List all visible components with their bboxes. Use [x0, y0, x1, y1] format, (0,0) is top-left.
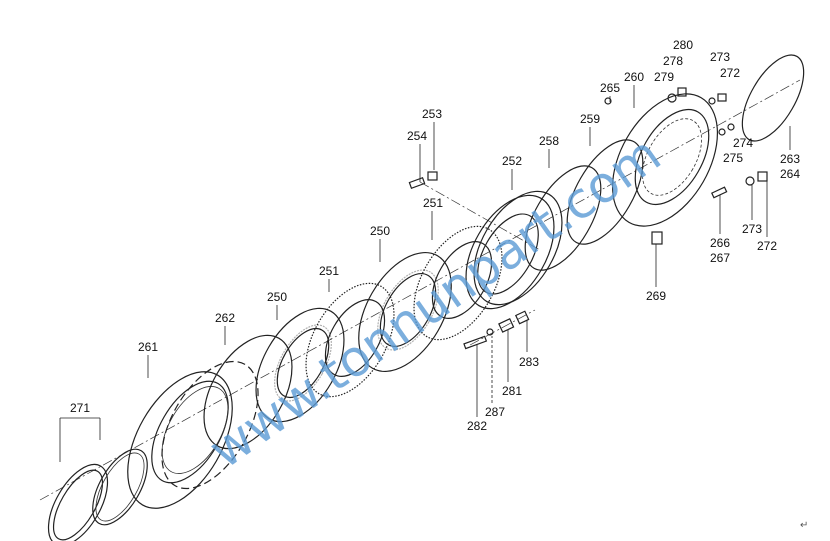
- part-252-piston: [465, 190, 563, 310]
- label-278: 278: [663, 54, 683, 68]
- label-273: 273: [710, 50, 730, 64]
- label-279: 279: [654, 70, 674, 84]
- label-250: 250: [370, 224, 390, 238]
- part-263-ring: [741, 54, 805, 142]
- return-mark: ↵: [800, 520, 808, 531]
- label-287: 287: [485, 405, 505, 419]
- label-269: 269: [646, 289, 666, 303]
- label-283: 283: [519, 355, 539, 369]
- label-271: 271: [70, 401, 90, 415]
- label-261: 261: [138, 340, 158, 354]
- label-280: 280: [673, 38, 693, 52]
- label-267: 267: [710, 251, 730, 265]
- label-266: 266: [710, 236, 730, 250]
- label-275: 275: [723, 151, 743, 165]
- part-262-ring: [203, 334, 293, 450]
- bolt-axis-lower: [469, 309, 536, 346]
- part-260-cover: [611, 93, 719, 227]
- label-250-b: 250: [267, 290, 287, 304]
- part-261-housing: [127, 360, 259, 509]
- label-252: 252: [502, 154, 522, 168]
- label-258: 258: [539, 134, 559, 148]
- label-282: 282: [467, 419, 487, 433]
- label-259: 259: [580, 112, 600, 126]
- label-274: 274: [733, 136, 753, 150]
- label-253: 253: [422, 107, 442, 121]
- part-271-seal-rings: [47, 448, 148, 541]
- label-251: 251: [423, 196, 443, 210]
- label-272: 272: [720, 66, 740, 80]
- part-250-friction-disc: [255, 307, 345, 423]
- part-labels: 280 278 279 273 272 260 265 259 258 252 …: [70, 38, 800, 433]
- part-258-o-ring: [524, 165, 602, 271]
- label-262: 262: [215, 311, 235, 325]
- leader-lines: [59, 85, 791, 462]
- label-254: 254: [407, 129, 427, 143]
- part-251-steel-disc-2: [413, 225, 503, 341]
- part-259-o-ring: [566, 139, 644, 245]
- label-263: 263: [780, 152, 800, 166]
- label-281: 281: [502, 384, 522, 398]
- part-251-steel-disc: [305, 282, 395, 398]
- bolt-axis-upper: [419, 181, 541, 251]
- label-251-b: 251: [319, 264, 339, 278]
- label-264: 264: [780, 167, 800, 181]
- label-265: 265: [600, 81, 620, 95]
- label-273-b: 273: [742, 222, 762, 236]
- label-260: 260: [624, 70, 644, 84]
- label-272-b: 272: [757, 239, 777, 253]
- part-250-friction-disc-2: [358, 251, 452, 373]
- small-hardware: [408, 87, 768, 350]
